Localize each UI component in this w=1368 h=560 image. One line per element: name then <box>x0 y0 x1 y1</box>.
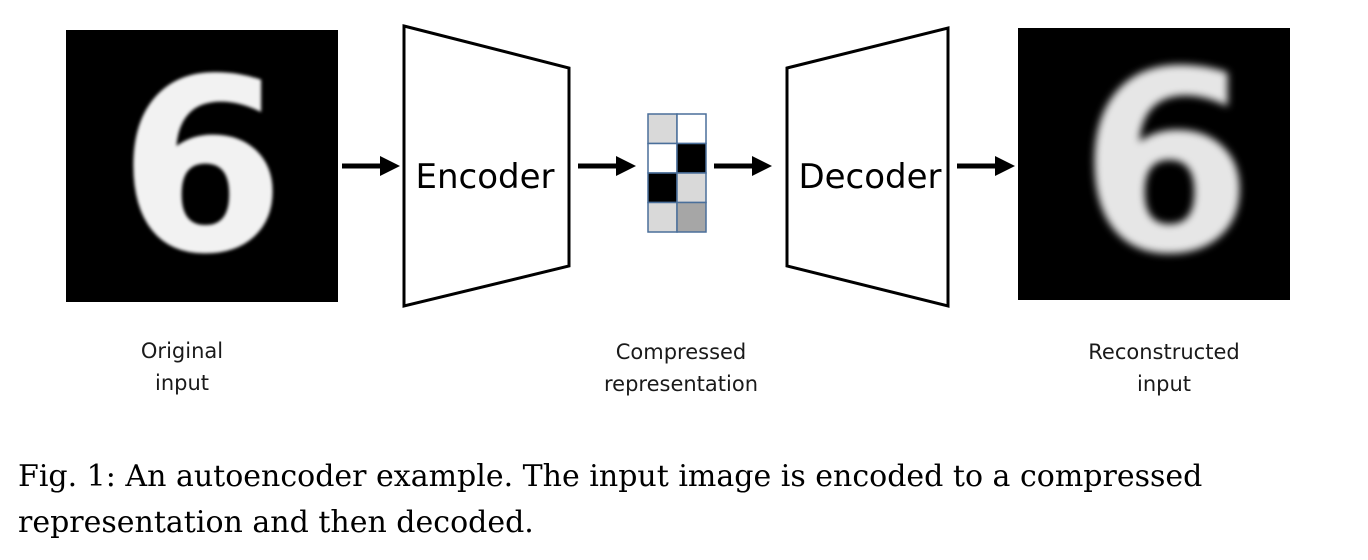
code-cell <box>676 201 707 233</box>
code-cell <box>676 142 707 174</box>
original-digit: 6 <box>119 27 286 307</box>
original-input-image: 6 <box>66 27 338 307</box>
arrow-to-decoder <box>714 156 772 176</box>
arrow-to-reconstructed <box>957 156 1015 176</box>
compressed-representation-label: Compressed representation <box>561 336 801 400</box>
code-cell <box>647 113 678 145</box>
reconstructed-digit: 6 <box>1079 18 1253 309</box>
compressed-label-line2: representation <box>603 372 758 396</box>
figure-caption: Fig. 1: An autoencoder example. The inpu… <box>18 454 1340 546</box>
original-input-label: Original input <box>62 335 302 399</box>
reconstructed-input-image: 6 <box>1018 18 1290 309</box>
encoder-block: Encoder <box>402 24 571 308</box>
caption-line-2: representation and then decoded. <box>18 505 534 540</box>
compressed-representation-grid <box>647 113 707 233</box>
code-cell <box>676 113 707 145</box>
reconstructed-input-label: Reconstructed input <box>1044 336 1284 400</box>
code-cell <box>647 172 678 204</box>
code-cell <box>647 201 678 233</box>
encoder-label: Encoder <box>415 157 554 197</box>
arrow-to-compressed <box>578 156 636 176</box>
code-cell <box>647 142 678 174</box>
autoencoder-diagram: 6 Encoder Decoder 6 <box>66 18 1290 309</box>
decoder-block: Decoder <box>785 26 950 308</box>
decoder-label: Decoder <box>798 157 941 197</box>
code-cell <box>676 172 707 204</box>
arrow-to-encoder <box>342 156 400 176</box>
original-input-label-line2: input <box>154 371 210 395</box>
reconstructed-label-line1: Reconstructed <box>1088 340 1240 364</box>
original-input-label-line1: Original <box>140 339 224 363</box>
compressed-label-line1: Compressed <box>615 340 747 364</box>
reconstructed-label-line2: input <box>1136 372 1192 396</box>
caption-line-1: Fig. 1: An autoencoder example. The inpu… <box>18 459 1203 494</box>
